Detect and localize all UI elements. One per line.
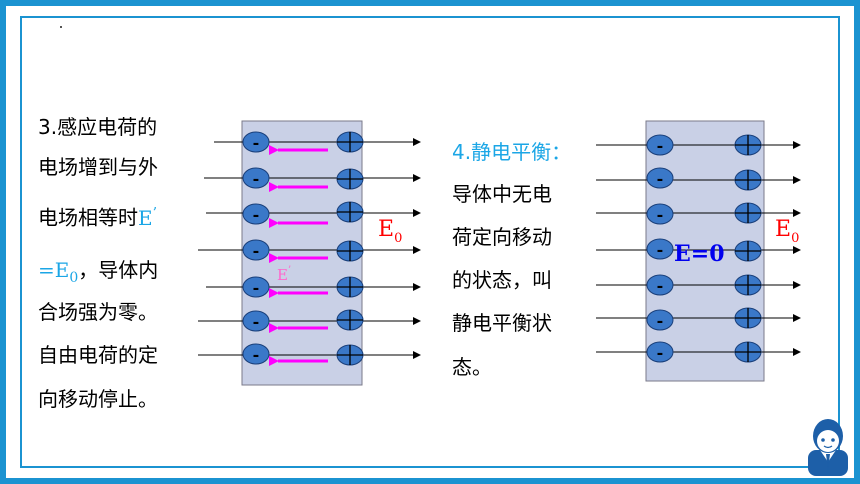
left-text-line-2: 电场增到与外 [38, 155, 158, 179]
negative-charge: - [242, 310, 270, 332]
right-text-line-4: 的状态，叫 [452, 268, 552, 292]
left-negative-charges: - - - - - - - [242, 131, 270, 365]
svg-text:-: - [253, 241, 260, 260]
positive-charge [336, 131, 364, 153]
left-text-line-3: 电场相等时E’ [38, 195, 157, 236]
positive-charge [336, 168, 364, 190]
svg-text:-: - [253, 312, 260, 331]
left-text-e-prime: E’ [138, 205, 158, 230]
slide-inner-frame [20, 16, 840, 468]
right-positive-charges [734, 134, 762, 363]
svg-text:-: - [657, 136, 664, 155]
positive-charge [734, 169, 762, 191]
negative-charge: - [646, 203, 674, 225]
svg-text:-: - [253, 133, 260, 152]
negative-charge: - [646, 167, 674, 189]
negative-charge: - [646, 238, 674, 260]
svg-text:-: - [657, 311, 664, 330]
svg-text:-: - [657, 343, 664, 362]
left-field-lines [198, 138, 421, 359]
presenter-avatar-icon [808, 419, 848, 476]
left-text-line-4: =E0，导体内 [38, 252, 158, 296]
left-e0-label: E0 [378, 217, 402, 246]
negative-charge: - [646, 341, 674, 363]
positive-charge [734, 307, 762, 329]
negative-charge: - [242, 343, 270, 365]
svg-text:-: - [657, 276, 664, 295]
right-text-line-5: 静电平衡状 [452, 311, 552, 335]
positive-charge [336, 309, 364, 331]
positive-charge [336, 201, 364, 223]
left-conductor-diagram: - - - - - - - E0 E’ [198, 120, 421, 386]
right-text-line-6: 态。 [452, 355, 492, 379]
right-field-lines [596, 141, 801, 356]
left-text-line-6: 自由电荷的定 [38, 343, 158, 367]
right-conductor-diagram: - - - - - - - E=0 E0 [596, 120, 801, 382]
left-induced-field-arrows [269, 145, 328, 366]
positive-charge [336, 276, 364, 298]
svg-text:-: - [253, 205, 260, 224]
svg-text:-: - [253, 345, 260, 364]
svg-text:-: - [657, 240, 664, 259]
right-text-line-3: 荷定向移动 [452, 225, 552, 249]
negative-charge: - [242, 203, 270, 225]
left-text-line-1: 3.感应电荷的 [38, 115, 158, 139]
negative-charge: - [242, 131, 270, 153]
svg-text:-: - [657, 205, 664, 224]
left-text-eq-e0: =E0 [38, 258, 79, 286]
left-text-line-4-rest: ，导体内 [78, 258, 159, 282]
positive-charge [336, 344, 364, 366]
left-positive-charges [336, 131, 364, 366]
positive-charge [734, 240, 762, 262]
negative-charge: - [646, 309, 674, 331]
left-eprime-label: E’ [277, 265, 291, 284]
negative-charge: - [646, 274, 674, 296]
decorative-dot [60, 26, 62, 28]
positive-charge [734, 134, 762, 156]
left-text-line-5: 合场强为零。 [38, 300, 158, 324]
positive-charge [734, 202, 762, 224]
right-negative-charges: - - - - - - - [646, 134, 674, 363]
left-text-line-3-main: 电场相等时 [38, 205, 138, 230]
svg-text:-: - [253, 278, 260, 297]
svg-text:-: - [253, 169, 260, 188]
negative-charge: - [242, 239, 270, 261]
right-text-heading: 4.静电平衡： [452, 140, 572, 164]
svg-text:-: - [657, 169, 664, 188]
left-text-line-7: 向移动停止。 [38, 387, 158, 411]
right-text-line-2: 导体中无电 [452, 182, 552, 206]
negative-charge: - [242, 276, 270, 298]
right-e0-label: E0 [775, 217, 799, 246]
e-zero-label: E=0 [674, 241, 725, 267]
negative-charge: - [646, 134, 674, 156]
positive-charge [336, 240, 364, 262]
positive-charge [734, 341, 762, 363]
negative-charge: - [242, 167, 270, 189]
positive-charge [734, 274, 762, 296]
